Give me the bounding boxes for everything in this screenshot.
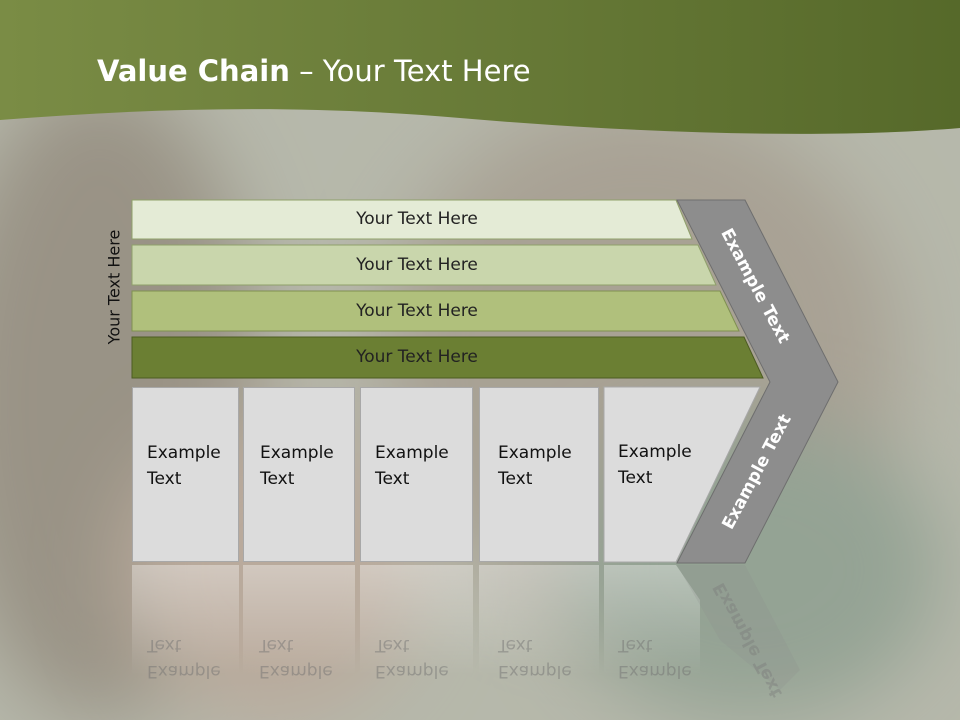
activity-cell-1: Example Text: [132, 387, 239, 562]
cell-3-line1: Example: [375, 443, 449, 463]
title-bold: Value Chain: [97, 54, 290, 88]
cell-1-line2: Text: [147, 469, 182, 489]
row-3: Your Text Here: [132, 292, 702, 330]
row-1: Your Text Here: [132, 200, 702, 238]
row-bar-3: [131, 290, 740, 332]
row-bar-1: [131, 199, 693, 240]
cell-2-line1: Example: [260, 443, 334, 463]
row-2-label: Your Text Here: [356, 255, 478, 275]
cell-5-line1: Example: [618, 442, 692, 462]
activity-cell-5: Example Text: [618, 439, 692, 491]
page-title: Value Chain – Your Text Here: [97, 54, 531, 88]
row-4-label: Your Text Here: [356, 347, 478, 367]
row-bar-4: [131, 336, 764, 379]
cell-4-line1: Example: [498, 443, 572, 463]
row-3-label: Your Text Here: [356, 301, 478, 321]
cell-4-line2: Text: [498, 469, 533, 489]
cell-5-line2: Text: [618, 468, 653, 488]
title-rest: – Your Text Here: [289, 54, 531, 88]
cell-5-shape: [603, 386, 761, 563]
cell-1-line1: Example: [147, 443, 221, 463]
row-bar-2: [131, 244, 717, 286]
activity-cell-3: Example Text: [360, 387, 473, 562]
row-1-label: Your Text Here: [356, 209, 478, 229]
header-band: [0, 0, 960, 134]
cell-3-line2: Text: [375, 469, 410, 489]
cell-2-line2: Text: [260, 469, 295, 489]
chevron-shape: [676, 199, 839, 564]
row-4: Your Text Here: [132, 338, 702, 376]
row-2: Your Text Here: [132, 246, 702, 284]
activity-cell-4: Example Text: [479, 387, 599, 562]
activity-cell-2: Example Text: [243, 387, 355, 562]
